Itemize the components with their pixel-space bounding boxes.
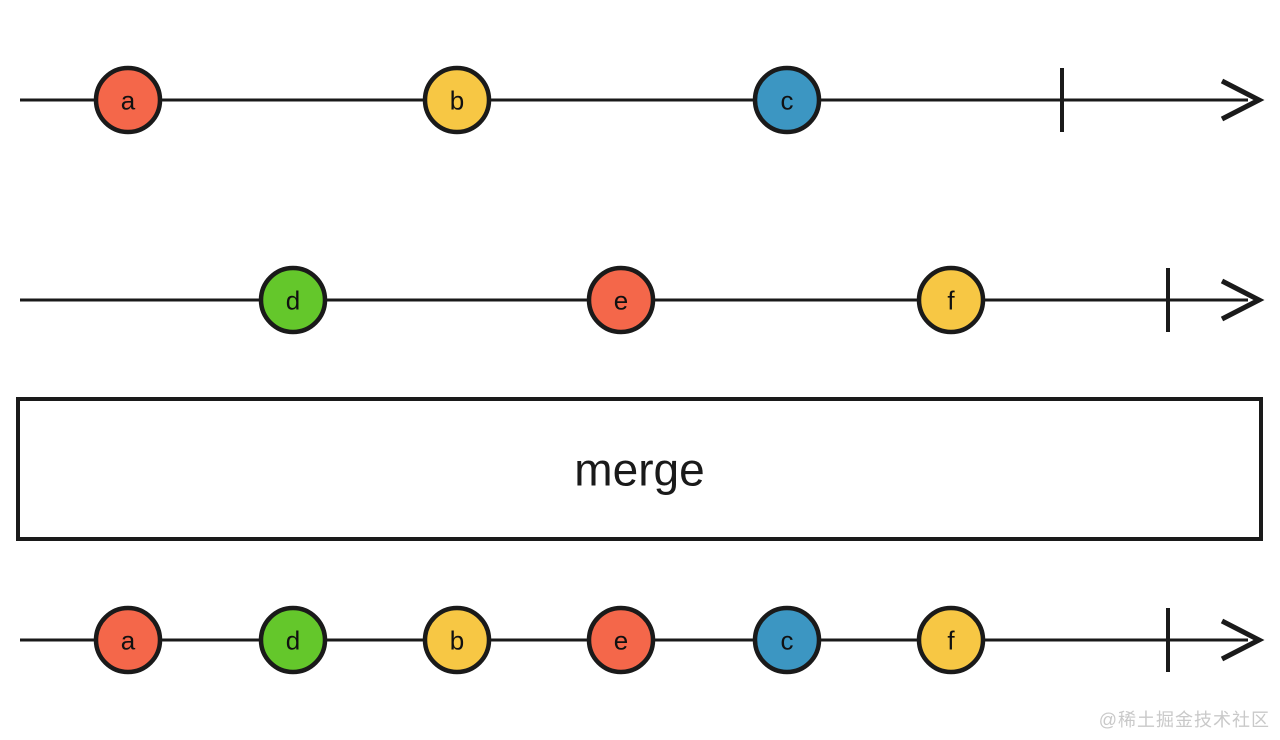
operator-box-rect: [16, 397, 1263, 541]
source-stream-1-event-label-b: b: [450, 85, 464, 115]
source-stream-2-event-label-f: f: [947, 285, 955, 315]
output-stream-event-label-a: a: [121, 625, 136, 655]
source-stream-2-event-d: [258, 265, 328, 335]
source-stream-2: d e f: [20, 265, 1265, 335]
source-stream-1: a b c: [20, 65, 1265, 135]
output-stream-event-label-b: b: [450, 625, 464, 655]
output-stream-event-label-c: c: [781, 625, 794, 655]
output-stream-event-d: [258, 605, 328, 675]
source-stream-2-event-e: [586, 265, 656, 335]
output-stream-event-e: [586, 605, 656, 675]
source-stream-2-arrowhead-icon: [1220, 278, 1265, 322]
operator-box: merge: [16, 397, 1263, 541]
source-stream-1-arrowhead-icon: [1220, 78, 1265, 122]
watermark-text: @稀土掘金技术社区: [1098, 710, 1270, 730]
output-stream-event-b: [422, 605, 492, 675]
operator-label: merge: [574, 444, 704, 496]
source-stream-2-event-f: [916, 265, 986, 335]
output-stream-event-f: [916, 605, 986, 675]
output-stream-event-label-d: d: [286, 625, 300, 655]
source-stream-2-event-label-d: d: [286, 285, 300, 315]
output-stream-event-a: [93, 605, 163, 675]
source-stream-1-event-c: [752, 65, 822, 135]
output-stream-event-label-e: e: [614, 625, 628, 655]
source-stream-1-event-a: [93, 65, 163, 135]
source-stream-1-event-b: [422, 65, 492, 135]
source-stream-2-event-label-e: e: [614, 285, 628, 315]
source-stream-1-event-label-c: c: [781, 85, 794, 115]
output-stream-event-label-f: f: [947, 625, 955, 655]
output-stream-event-c: [752, 605, 822, 675]
source-stream-1-event-label-a: a: [121, 85, 136, 115]
output-stream-arrowhead-icon: [1220, 618, 1265, 662]
